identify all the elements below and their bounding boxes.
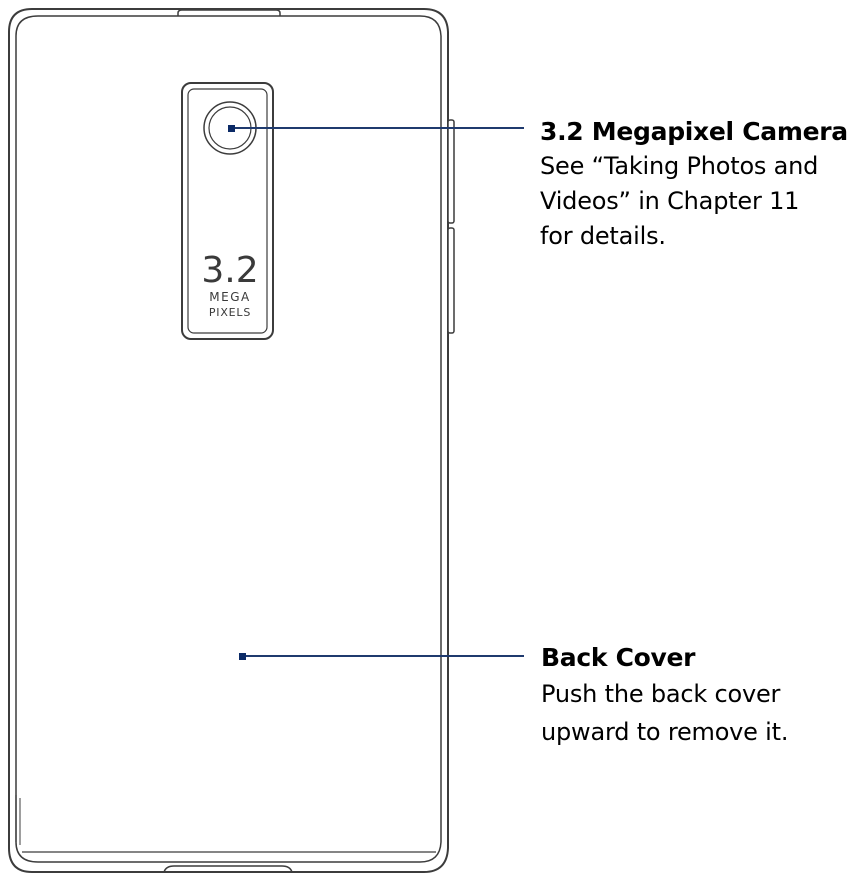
phone-body bbox=[8, 8, 449, 873]
camera-leader-dot bbox=[228, 125, 235, 132]
top-notch bbox=[177, 9, 281, 16]
badge-number: 3.2 bbox=[201, 250, 258, 291]
bottom-slot bbox=[163, 865, 293, 873]
badge-pixels: PIXELS bbox=[209, 306, 251, 319]
back-cover-callout-line-1: Push the back cover bbox=[541, 680, 781, 708]
camera-callout-title: 3.2 Megapixel Camera bbox=[540, 117, 848, 146]
back-cover-callout: Back Cover Push the back cover upward to… bbox=[541, 640, 862, 751]
back-cover-callout-title: Back Cover bbox=[541, 643, 696, 672]
camera-callout-line-1: See “Taking Photos and bbox=[540, 152, 819, 180]
volume-button bbox=[447, 119, 455, 224]
camera-callout-line-3: for details. bbox=[540, 222, 666, 250]
badge-mega: MEGA bbox=[209, 290, 250, 304]
phone-outer-shell bbox=[8, 8, 449, 873]
camera-callout-line-2: Videos” in Chapter 11 bbox=[540, 187, 800, 215]
camera-module-inner bbox=[187, 88, 268, 334]
camera-button bbox=[447, 227, 455, 334]
cover-leader-dot bbox=[239, 653, 246, 660]
camera-module: 3.2 MEGA PIXELS bbox=[181, 82, 274, 340]
camera-callout: 3.2 Megapixel Camera See “Taking Photos … bbox=[540, 114, 862, 254]
side-buttons bbox=[447, 119, 455, 334]
camera-module-outer bbox=[181, 82, 274, 340]
back-cover-panel bbox=[15, 15, 442, 863]
leader-lines bbox=[228, 125, 524, 660]
back-cover-callout-line-2: upward to remove it. bbox=[541, 718, 789, 746]
